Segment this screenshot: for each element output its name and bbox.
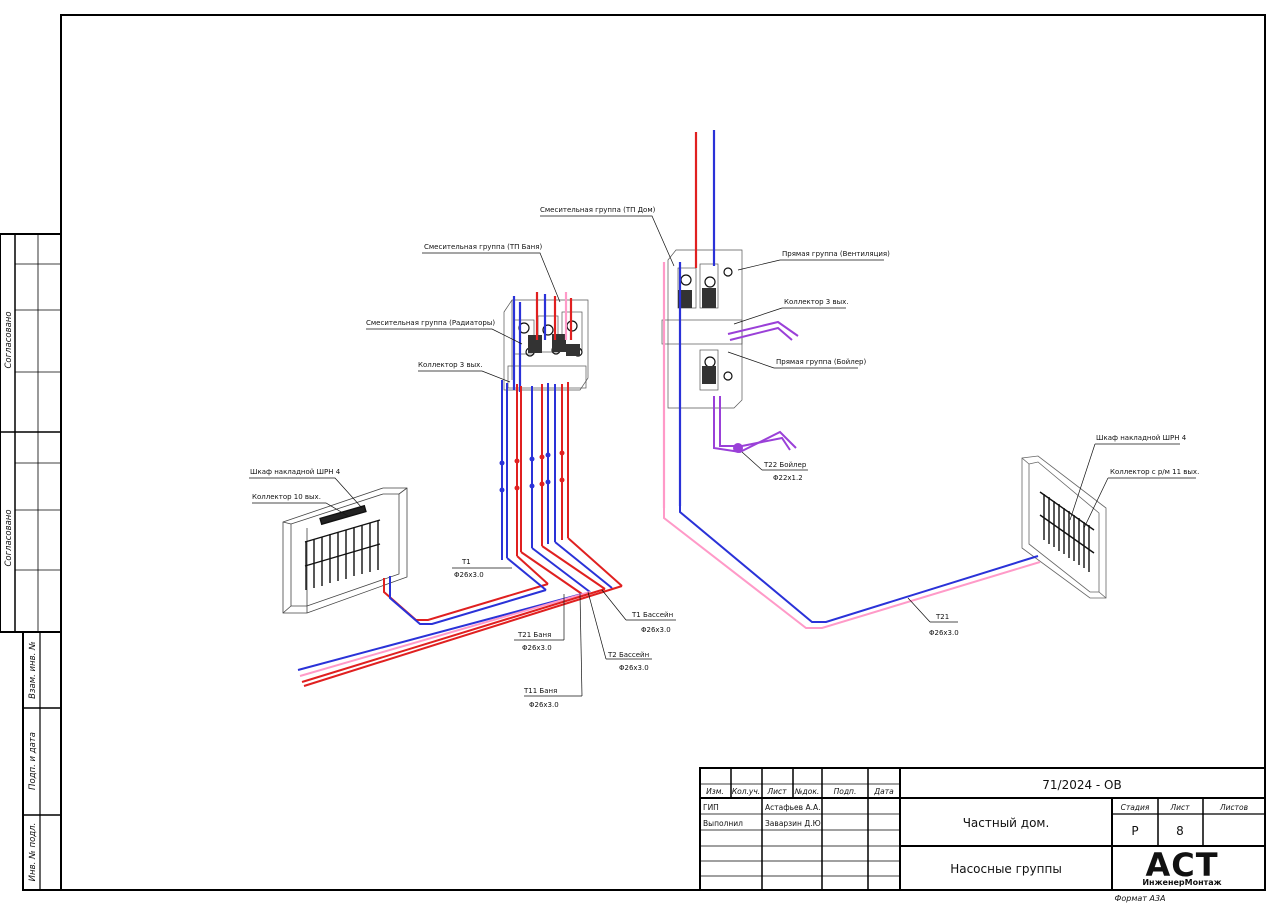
col-koluch: Кол.уч. xyxy=(732,787,760,796)
side-stamp xyxy=(0,233,62,891)
pipe-t21-banya-size: Φ26х3.0 xyxy=(522,644,552,652)
pipe-t1-size: Φ26х3.0 xyxy=(454,571,484,579)
pipe-t2-pool-size: Φ26х3.0 xyxy=(619,664,649,672)
col-ndok: №док. xyxy=(794,787,820,796)
boiler-lines-right xyxy=(713,320,799,454)
sheet-format: Формат А3А xyxy=(1114,894,1165,903)
col-list: Лист xyxy=(766,787,787,796)
label-collector-11: Коллектор с р/м 11 вых. xyxy=(1110,468,1199,476)
agreed-stamp-1: Согласовано xyxy=(4,311,14,368)
pipe-t1-name: Т1 xyxy=(461,558,471,566)
pipe-t21-name: Т21 xyxy=(935,613,949,621)
sign-date-label: Подп. и дата xyxy=(28,732,38,790)
pipe-t21-banya-name: Т21 Баня xyxy=(517,631,551,639)
pipe-t22-boiler-name: Т22 Бойлер xyxy=(763,461,807,469)
collector-10-outlets xyxy=(304,504,381,590)
label-collector-10: Коллектор 10 вых. xyxy=(252,493,321,501)
object-name: Частный дом. xyxy=(963,816,1050,830)
collector-11-outlets xyxy=(1039,491,1095,572)
role-gip: ГИП xyxy=(703,803,719,812)
pipe-t2-pool-name: Т2 Бассейн xyxy=(607,651,649,659)
col-podp: Подп. xyxy=(834,787,857,796)
leader-lines xyxy=(249,215,1196,697)
risers-left xyxy=(501,380,569,560)
col-data: Дата xyxy=(873,787,894,796)
pump-station-right xyxy=(661,249,743,409)
doc-code: 71/2024 - ОВ xyxy=(1042,778,1122,792)
pipe-runs-right xyxy=(663,506,1041,629)
label-mix-tp-banya: Смесительная группа (ТП Баня) xyxy=(424,243,542,251)
label-mix-tp-dom: Смесительная группа (ТП Дом) xyxy=(540,206,656,214)
sheet-label: Лист xyxy=(1169,803,1190,812)
main-risers-right xyxy=(662,130,716,508)
agreed-stamp-2: Согласовано xyxy=(4,509,14,566)
pipe-t1-pool-name: Т1 Бассейн xyxy=(631,611,673,619)
drawing-name: Насосные группы xyxy=(950,862,1062,876)
name-gip: Астафьев А.А. xyxy=(765,803,821,812)
company-subtitle: ИнженерМонтаж xyxy=(1142,878,1221,887)
label-direct-vent: Прямая группа (Вентиляция) xyxy=(782,250,890,258)
label-collector-right: Коллектор 3 вых. xyxy=(784,298,848,306)
label-direct-boiler: Прямая группа (Бойлер) xyxy=(776,358,866,366)
name-done: Заварзин Д.Ю. xyxy=(765,819,823,828)
pipe-t21-size: Φ26х3.0 xyxy=(929,629,959,637)
col-izm: Изм. xyxy=(706,787,724,796)
pump-pipes-left xyxy=(512,292,573,392)
stage-label: Стадия xyxy=(1121,803,1150,812)
sheets-label: Листов xyxy=(1219,803,1248,812)
valves-left xyxy=(499,450,565,493)
inv-replace-label: Взам. инв. № xyxy=(28,641,38,699)
role-done: Выполнил xyxy=(703,819,743,828)
label-mix-radiators: Смесительная группа (Радиаторы) xyxy=(366,319,495,327)
label-cabinet-left: Шкаф накладной ШРН 4 xyxy=(250,468,341,476)
label-cabinet-right: Шкаф накладной ШРН 4 xyxy=(1096,434,1187,442)
pipe-t22-boiler-size: Φ22х1.2 xyxy=(773,474,803,482)
pipe-t1-pool-size: Φ26х3.0 xyxy=(641,626,671,634)
company-logo: АСТ xyxy=(1145,846,1218,884)
sheet-value: 8 xyxy=(1176,824,1184,838)
cabinet-right xyxy=(1021,455,1107,599)
cabinet-left xyxy=(282,487,408,614)
pipe-t11-banya-size: Φ26х3.0 xyxy=(529,701,559,709)
stage-value: Р xyxy=(1131,824,1138,838)
pipe-runs-left xyxy=(297,537,623,687)
pipe-t11-banya-name: Т11 Баня xyxy=(523,687,557,695)
inv-original-label: Инв. № подл. xyxy=(28,823,38,882)
title-block xyxy=(699,767,1266,891)
label-collector-left: Коллектор 3 вых. xyxy=(418,361,482,369)
